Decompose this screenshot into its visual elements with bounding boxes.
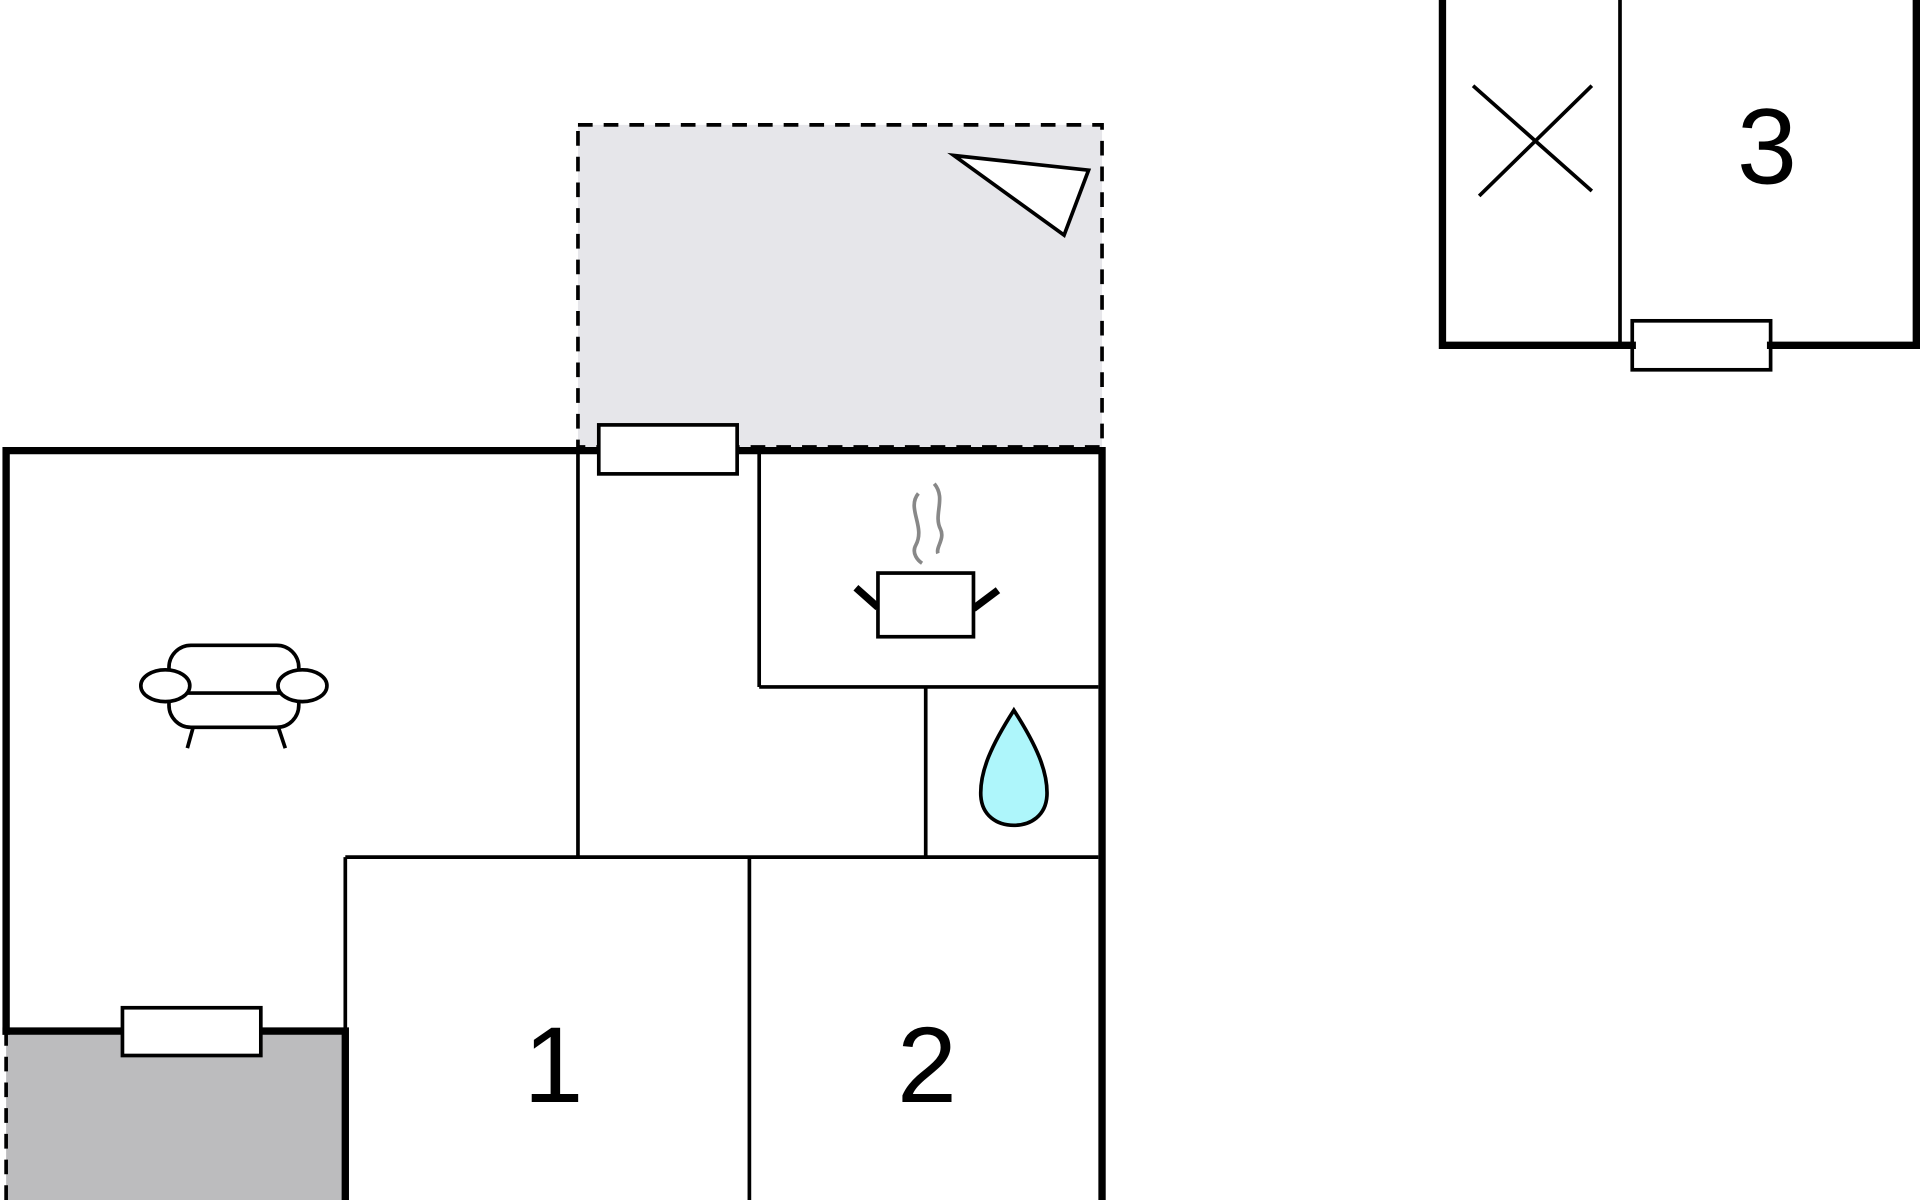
room-label-1: 1: [524, 1004, 584, 1125]
sofa-icon: [138, 643, 329, 749]
sail-shade-icon: [947, 152, 1092, 238]
patio-area: [6, 1031, 346, 1200]
room-label-2: 2: [897, 1004, 957, 1125]
door-patio: [120, 1005, 263, 1058]
room-label-3: 3: [1737, 86, 1797, 207]
water-drop-icon: [978, 706, 1049, 828]
outer-wall: [2, 446, 1106, 1200]
outbuilding-wall-right: [1766, 0, 1920, 349]
cooking-pot-icon: [853, 482, 1001, 639]
door-outbuilding: [1630, 318, 1773, 372]
interior-walls: [343, 450, 1099, 1200]
outbuilding-wall: [1438, 0, 1636, 349]
cross-icon: [1471, 84, 1594, 198]
door-terrace: [596, 423, 739, 476]
